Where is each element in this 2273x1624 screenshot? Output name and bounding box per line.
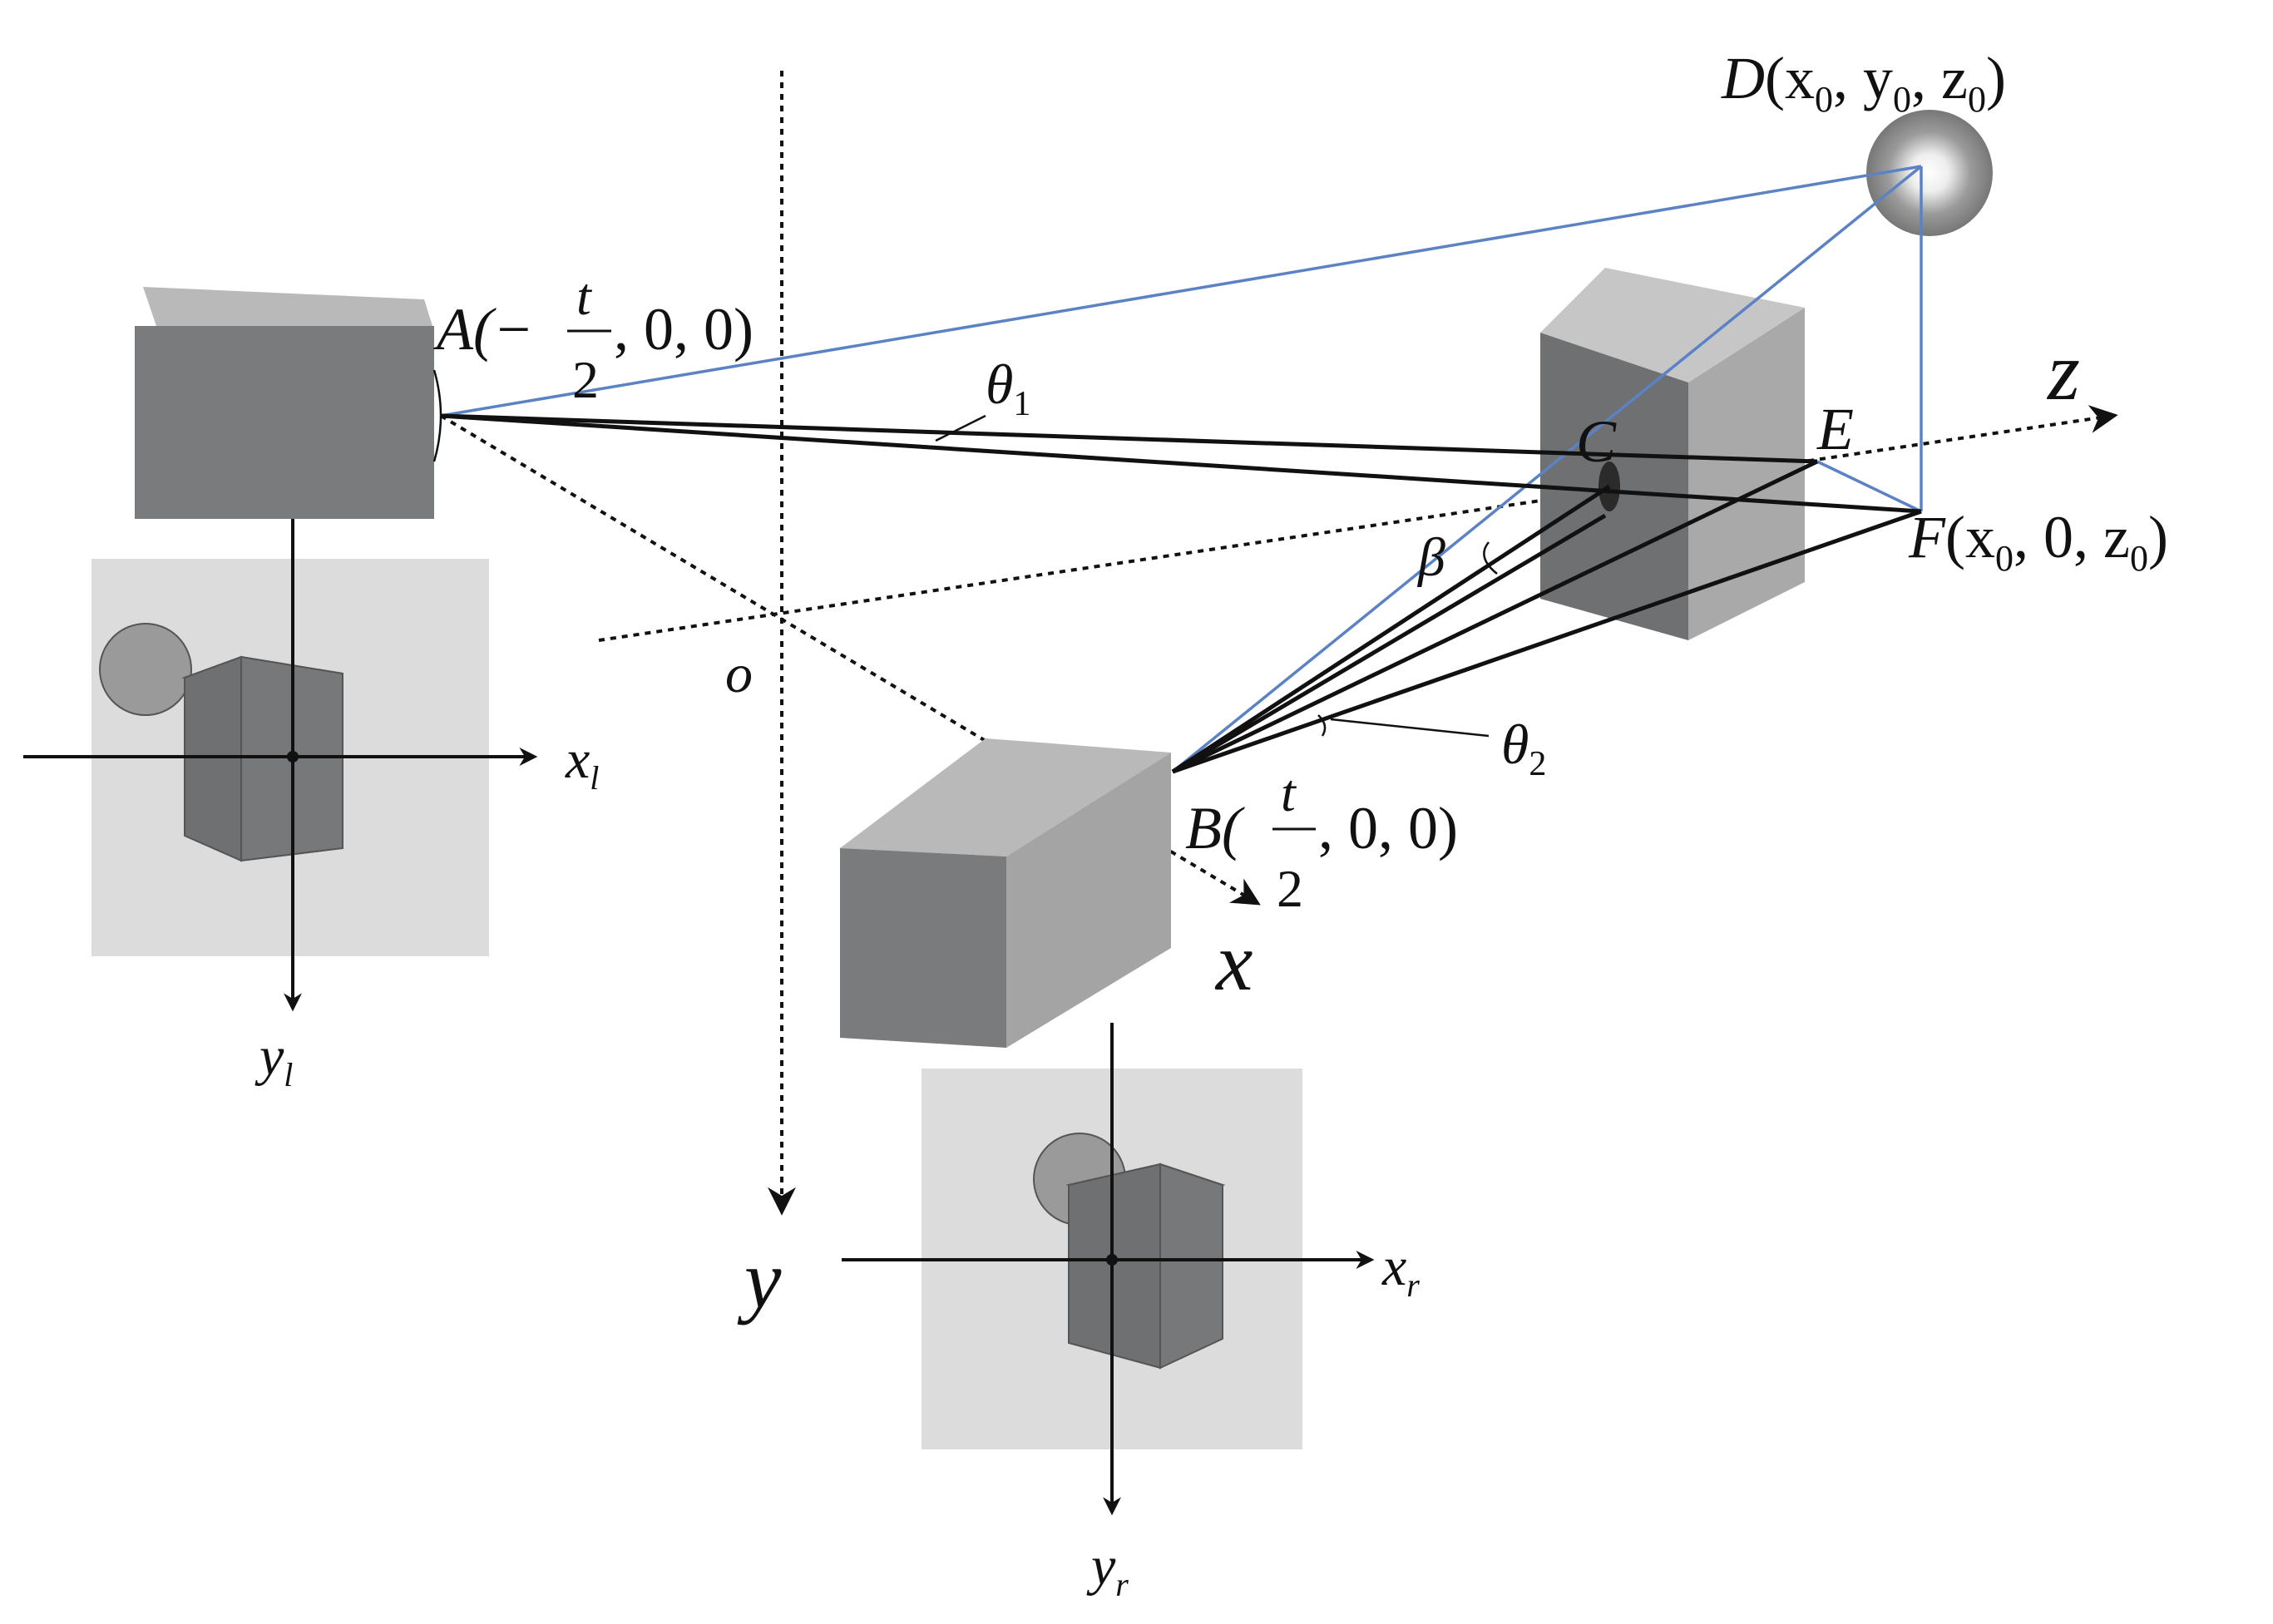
label-axis-x: x — [1214, 916, 1253, 1008]
ray-b-to-e — [1171, 459, 1819, 774]
ray-a-to-e — [440, 413, 1818, 464]
label-theta2: θ2 — [1501, 713, 1546, 783]
angle-markers — [935, 414, 1498, 738]
right-camera-top — [840, 738, 1171, 856]
blue-rays — [440, 165, 1923, 773]
left-camera-top — [143, 287, 432, 326]
left-image-box-front — [184, 655, 242, 862]
label-origin: o — [725, 644, 753, 704]
right-image-box-front — [1068, 1162, 1161, 1370]
right-camera — [840, 738, 1171, 1048]
right-image-box-side — [1159, 1162, 1223, 1370]
label-point-a-suffix: , 0, 0) — [614, 296, 754, 363]
label-axis-y: y — [737, 1233, 782, 1325]
right-camera-front — [840, 848, 1006, 1048]
left-image-sphere — [99, 623, 192, 716]
object-side-face — [1688, 308, 1805, 640]
label-point-c: C — [1576, 408, 1617, 475]
label-point-a-prefix: A(− — [433, 296, 534, 363]
black-rays — [440, 413, 1922, 774]
label-left-image-y: yl — [254, 1026, 293, 1093]
object-top-face — [1540, 268, 1805, 383]
ray-b-to-c — [1171, 484, 1611, 774]
right-camera-side — [1006, 753, 1171, 1048]
label-point-b-prefix: B( — [1185, 795, 1245, 861]
label-point-f: F(x0, 0, z0) — [1908, 504, 2168, 579]
label-left-image-x: xl — [565, 729, 599, 797]
label-point-b-suffix: , 0, 0) — [1318, 795, 1458, 861]
world-axes — [439, 71, 2118, 1216]
point-d-sphere — [1866, 110, 1993, 236]
ray-b-lower — [1171, 513, 1607, 774]
left-camera-front — [135, 326, 434, 519]
left-camera-lens — [432, 369, 442, 462]
ray-a-to-f — [440, 413, 1922, 514]
labels: D(x0, y0, z0) A(− t 2 , 0, 0) θ1 C E z F… — [254, 45, 2168, 1603]
label-point-d: D(x0, y0, z0) — [1721, 45, 2006, 120]
z-axis-line — [598, 405, 2118, 642]
beta-arc — [1483, 541, 1498, 575]
label-right-image-x: xr — [1381, 1237, 1420, 1304]
ray-b-to-d — [1171, 165, 1923, 773]
ray-a-to-d — [440, 165, 1922, 417]
label-point-e: E — [1816, 396, 1854, 462]
ray-b-to-f — [1172, 509, 1922, 774]
label-beta: β — [1416, 527, 1445, 588]
right-image-plane — [842, 1023, 1375, 1516]
label-right-image-y: yr — [1086, 1536, 1129, 1603]
label-point-b-frac-den: 2 — [1277, 859, 1303, 918]
label-axis-z: z — [2046, 325, 2080, 417]
ray-e-to-f — [1816, 460, 1922, 513]
left-image-plane — [23, 519, 538, 1012]
theta2-leader — [1330, 718, 1490, 738]
theta2-arc — [1317, 714, 1327, 737]
label-point-a-frac-num: t — [576, 267, 593, 326]
left-camera — [135, 287, 442, 519]
label-point-b-frac-num: t — [1281, 763, 1297, 822]
label-theta1: θ1 — [986, 353, 1030, 423]
theta1-leader — [935, 414, 986, 442]
label-point-a-frac-den: 2 — [572, 350, 599, 409]
